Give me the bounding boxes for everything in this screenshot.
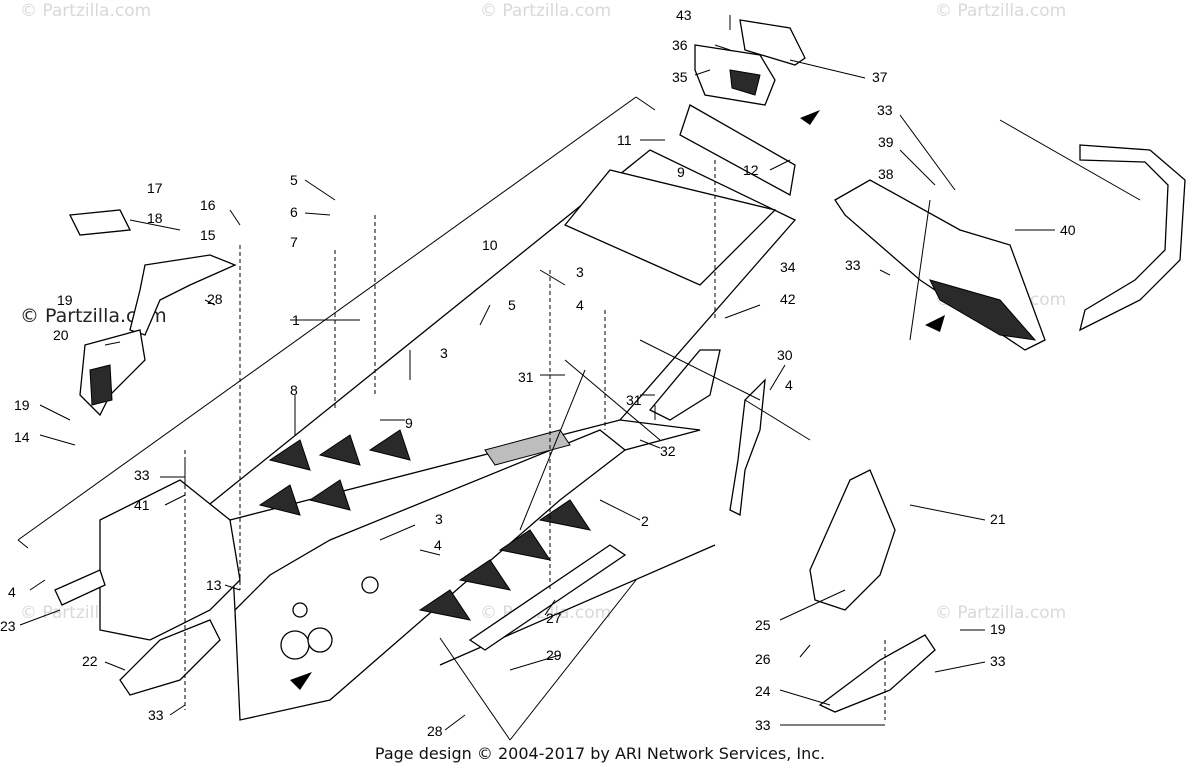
part-label: 19 xyxy=(57,292,73,308)
part-label: 20 xyxy=(53,327,69,343)
part-label: 5 xyxy=(508,297,516,313)
part-label: 33 xyxy=(148,707,164,723)
part-label: 14 xyxy=(14,429,30,445)
part-label: 32 xyxy=(660,443,676,459)
part-label: 9 xyxy=(405,415,413,431)
part-label: 42 xyxy=(780,291,796,307)
leader-lines xyxy=(19,15,1141,731)
part-label: 35 xyxy=(672,69,688,85)
part-label: 3 xyxy=(440,345,448,361)
part-label: 3 xyxy=(435,511,443,527)
rear-bumper xyxy=(834,144,1186,351)
watermark: © Partzilla.com xyxy=(935,1,1066,21)
part-label: 19 xyxy=(990,621,1006,637)
part-label: 24 xyxy=(755,683,771,699)
part-label: 26 xyxy=(755,651,771,667)
part-label: 6 xyxy=(290,204,298,220)
part-label: 4 xyxy=(434,537,442,553)
watermark: © Partzilla.com xyxy=(935,603,1066,623)
outline-lines xyxy=(17,96,656,741)
copyright-footer: Page design © 2004-2017 by ARI Network S… xyxy=(374,744,826,763)
watermark-dark: © Partzilla.com xyxy=(20,305,167,327)
part-label: 2 xyxy=(641,513,649,529)
part-label: 3 xyxy=(576,264,584,280)
part-label: 13 xyxy=(206,577,222,593)
part-label: 38 xyxy=(878,166,894,182)
part-label: 4 xyxy=(576,297,584,313)
part-label: 11 xyxy=(617,132,632,148)
part-label: 40 xyxy=(1060,222,1076,238)
part-label: 18 xyxy=(147,210,163,226)
part-label: 28 xyxy=(207,291,223,307)
part-label: 33 xyxy=(134,467,150,483)
watermark: © Partzilla.com xyxy=(20,1,151,21)
part-label: 16 xyxy=(200,197,216,213)
part-label: 33 xyxy=(877,102,893,118)
rear-bracket xyxy=(679,19,806,197)
part-label: 15 xyxy=(200,227,216,243)
part-label: 36 xyxy=(672,37,688,53)
part-label: 4 xyxy=(785,377,793,393)
part-label: 10 xyxy=(482,237,498,253)
part-label: 23 xyxy=(0,618,16,634)
part-label: 17 xyxy=(147,180,163,196)
part-label: 7 xyxy=(290,234,298,250)
part-label: 31 xyxy=(626,392,642,408)
part-label: 31 xyxy=(518,369,534,385)
part-label: 29 xyxy=(546,647,562,663)
part-label: 19 xyxy=(14,397,30,413)
part-label: 9 xyxy=(677,164,685,180)
part-label: 41 xyxy=(134,497,150,513)
chassis-tunnel xyxy=(188,149,797,721)
part-label: 5 xyxy=(290,172,298,188)
part-label: 21 xyxy=(990,511,1006,527)
part-label: 34 xyxy=(780,259,796,275)
part-label: 39 xyxy=(878,134,894,150)
part-label: 33 xyxy=(755,717,771,733)
truss-cutouts xyxy=(258,429,592,621)
part-label: 8 xyxy=(290,382,298,398)
part-label: 27 xyxy=(546,610,562,626)
part-label: 1 xyxy=(292,312,300,328)
part-label: 25 xyxy=(755,617,771,633)
part-label: 12 xyxy=(743,162,759,178)
part-label: 22 xyxy=(82,653,98,669)
part-label: 28 xyxy=(427,723,443,739)
watermark: © Partzilla.com xyxy=(480,1,611,21)
part-label: 33 xyxy=(845,257,861,273)
part-label: 37 xyxy=(872,69,888,85)
direction-arrows xyxy=(290,110,945,690)
part-label: 33 xyxy=(990,653,1006,669)
part-label: 43 xyxy=(676,7,692,23)
part-label: 30 xyxy=(777,347,793,363)
part-labels: 43 36 35 37 11 12 9 33 39 38 40 33 17 18… xyxy=(0,7,1076,739)
part-label: 4 xyxy=(8,584,16,600)
left-parts xyxy=(54,209,241,696)
